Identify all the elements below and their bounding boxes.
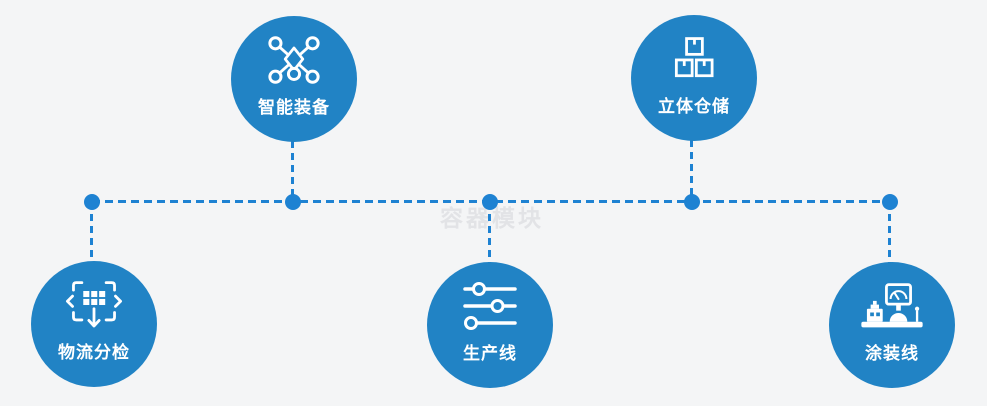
- vertical-connector-production-line: [488, 202, 491, 264]
- sorting-dispatch-icon: [62, 279, 126, 331]
- node-label: 生产线: [463, 344, 517, 363]
- junction-dot-production: [482, 194, 498, 210]
- junction-dot-painting: [882, 194, 898, 210]
- vertical-connector-smart-equipment: [291, 141, 294, 202]
- junction-dot-logistics: [84, 194, 100, 210]
- junction-dot-warehouse: [684, 194, 700, 210]
- junction-dot-smart-equipment: [285, 194, 301, 210]
- node-label: 物流分检: [58, 343, 130, 362]
- node-production-line[interactable]: 生产线: [427, 262, 553, 388]
- machine-monitor-icon: [856, 280, 928, 332]
- node-label: 立体仓储: [658, 97, 730, 116]
- vertical-connector-logistics-sorting: [90, 202, 93, 263]
- node-stereo-warehouse[interactable]: 立体仓储: [631, 15, 757, 141]
- stacked-boxes-icon: [662, 33, 726, 85]
- node-painting-line[interactable]: 涂装线: [829, 262, 955, 388]
- sliders-icon: [458, 280, 522, 332]
- node-label: 涂装线: [865, 344, 919, 363]
- node-smart-equipment[interactable]: 智能装备: [231, 16, 357, 142]
- node-label: 智能装备: [258, 98, 330, 117]
- vertical-connector-stereo-warehouse: [690, 140, 693, 202]
- vertical-connector-painting-line: [888, 202, 891, 265]
- network-nodes-icon: [262, 34, 326, 86]
- node-logistics-sorting[interactable]: 物流分检: [31, 261, 157, 387]
